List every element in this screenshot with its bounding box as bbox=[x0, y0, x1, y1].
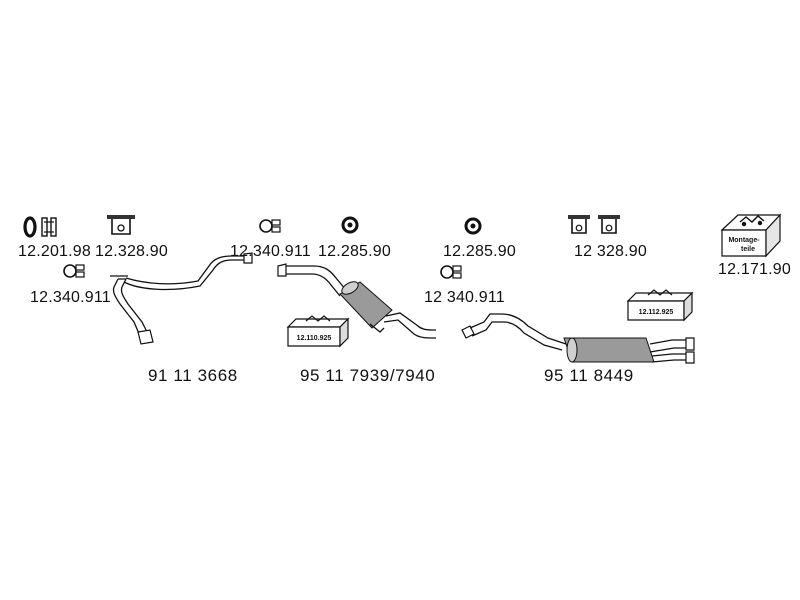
rubber-hanger-icon bbox=[568, 215, 590, 234]
rubber-bush-icon bbox=[341, 216, 359, 234]
part-number-clamp: 12.340.911 bbox=[230, 243, 311, 260]
part-number-hanger: 12 328.90 bbox=[574, 243, 647, 260]
part-number-front-pipe: 91 11 3668 bbox=[148, 366, 238, 385]
rubber-hanger-icon bbox=[107, 215, 135, 235]
part-number-clamp: 12 340.911 bbox=[424, 289, 505, 306]
mounting-kit-box-icon: Montage- teile bbox=[720, 213, 782, 258]
accessory-kit-number: 12.112.925 bbox=[639, 309, 674, 316]
middle-muffler bbox=[277, 263, 436, 339]
part-number-rear-muffler: 95 11 8449 bbox=[544, 366, 634, 385]
part-number-mounting-kit: 12.171.90 bbox=[718, 261, 791, 278]
front-pipe bbox=[110, 252, 253, 345]
rear-muffler bbox=[461, 313, 695, 364]
accessory-kit-number: 12.110.925 bbox=[297, 335, 332, 342]
part-number-bush: 12.285.90 bbox=[443, 243, 516, 260]
rubber-hanger-icon bbox=[598, 215, 620, 234]
rubber-bush-icon bbox=[464, 217, 482, 235]
part-number-clamp: 12.340.911 bbox=[30, 289, 111, 306]
part-number-o-ring-set: 12.201.98 bbox=[18, 243, 91, 260]
accessory-kit-box-icon: 12.110.925 bbox=[286, 315, 350, 348]
part-number-hanger: 12.328.90 bbox=[95, 243, 168, 260]
clamp-icon bbox=[63, 264, 85, 278]
mounting-kit-text: Montage- bbox=[728, 237, 760, 244]
clamp-icon bbox=[259, 219, 281, 233]
mounting-kit-text: teile bbox=[741, 246, 755, 253]
o-ring-set-icon bbox=[23, 216, 57, 238]
accessory-kit-box-icon: 12.112.925 bbox=[626, 289, 694, 322]
part-number-bush: 12.285.90 bbox=[318, 243, 391, 260]
clamp-icon bbox=[440, 265, 462, 279]
part-number-middle-muffler: 95 11 7939/7940 bbox=[300, 366, 436, 385]
